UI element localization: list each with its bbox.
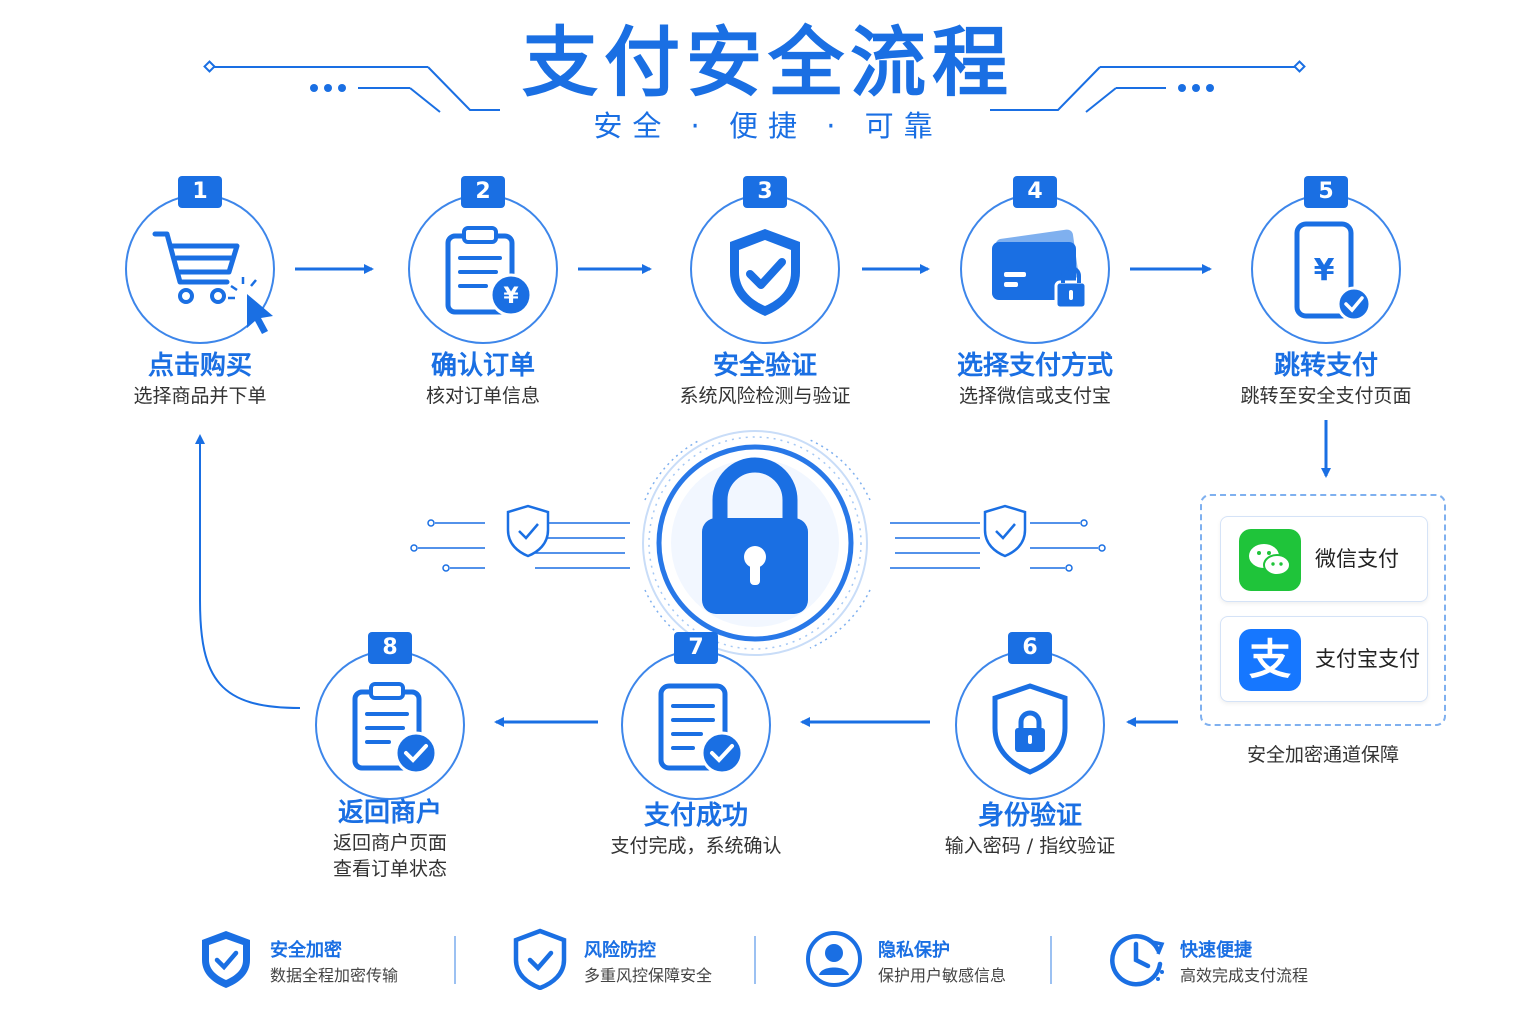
step-3: 3 安全验证 系统风险检测与验证: [615, 176, 915, 416]
feature-fast-desc: 高效完成支付流程: [1180, 966, 1309, 985]
step-1-desc: 选择商品并下单: [133, 385, 267, 407]
mini-shield-left-icon: [506, 504, 550, 558]
step-8-circle: [315, 650, 465, 800]
payment-options: 微信支付 支 支付宝支付: [1200, 494, 1446, 726]
feature-fast-title: 快速便捷: [1180, 940, 1252, 961]
step-3-desc: 系统风险检测与验证: [679, 385, 851, 407]
feature-risk-desc: 多重风控保障安全: [584, 966, 713, 985]
phone-yuan-icon: ¥: [1294, 221, 1372, 322]
shield-lock-icon: [992, 683, 1068, 775]
arrow-loop-8-1: [195, 434, 301, 709]
wechat-icon: [1239, 529, 1301, 591]
alipay-icon: 支: [1239, 629, 1301, 691]
step-7-title: 支付成功: [643, 801, 748, 831]
feature-fast: 快速便捷 高效完成支付流程: [1108, 928, 1348, 992]
feature-encryption: 安全加密 数据全程加密传输: [198, 928, 438, 992]
step-8-badge: 8: [368, 632, 412, 664]
step-8-desc: 返回商户页面: [332, 832, 447, 854]
step-6-desc: 输入密码 / 指纹验证: [944, 835, 1116, 857]
svg-text:¥: ¥: [1314, 253, 1335, 288]
step-4: 4 选择支付方式 选择微信或支付宝: [885, 176, 1185, 416]
step-7-circle: [621, 650, 771, 800]
step-6-title: 身份验证: [977, 801, 1082, 831]
step-6-badge: 6: [1008, 632, 1052, 664]
clock-icon: [1110, 934, 1165, 987]
feature-divider: [1050, 936, 1052, 984]
step-7: 7 支付成功 支付完成，系统确认: [546, 632, 846, 872]
step-8-title: 返回商户: [337, 798, 442, 828]
step-2: ¥ 2 确认订单 核对订单信息: [333, 176, 633, 416]
user-circle-icon: [806, 931, 862, 987]
step-5-circle: ¥: [1251, 194, 1401, 344]
step-4-badge: 4: [1013, 176, 1057, 208]
step-1-circle: [125, 194, 275, 344]
feature-risk-title: 风险防控: [584, 940, 656, 961]
step-1-title: 点击购买: [147, 351, 252, 381]
feature-divider: [454, 936, 456, 984]
feature-risk-control: 风险防控 多重风控保障安全: [512, 928, 752, 992]
step-8: 8 返回商户 返回商户页面 查看订单状态: [240, 632, 540, 882]
step-7-desc: 支付完成，系统确认: [610, 835, 782, 857]
step-2-circle: ¥: [408, 194, 558, 344]
clipboard-yuan-icon: ¥: [445, 226, 533, 317]
step-5-desc: 跳转至安全支付页面: [1240, 385, 1412, 407]
step-2-title: 确认订单: [430, 351, 535, 381]
step-5: ¥ 5 跳转支付 跳转至安全支付页面: [1176, 176, 1476, 416]
svg-text:¥: ¥: [503, 284, 519, 309]
step-8-desc-2: 查看订单状态: [332, 858, 447, 880]
step-7-badge: 7: [674, 632, 718, 664]
feature-privacy-title: 隐私保护: [878, 940, 950, 961]
step-6: 6 身份验证 输入密码 / 指纹验证: [880, 632, 1180, 872]
wechat-pay-option[interactable]: 微信支付: [1220, 516, 1428, 602]
card-lock-icon: [992, 229, 1088, 310]
page-title: 支付安全流程: [522, 18, 1014, 107]
page-subtitle: 安全 · 便捷 · 可靠: [593, 109, 943, 143]
wechat-pay-label: 微信支付: [1315, 547, 1399, 571]
shield-check-outline-icon: [513, 928, 567, 990]
feature-divider: [754, 936, 756, 984]
shield-check-icon: [202, 931, 250, 988]
feature-encryption-desc: 数据全程加密传输: [270, 966, 399, 985]
shield-check-icon: [730, 229, 800, 316]
secure-channel-note: 安全加密通道保障: [1246, 744, 1399, 766]
step-3-circle: [690, 194, 840, 344]
alipay-option[interactable]: 支 支付宝支付: [1220, 616, 1428, 702]
clipboard-check-icon: [352, 682, 438, 775]
step-5-badge: 5: [1304, 176, 1348, 208]
step-2-badge: 2: [461, 176, 505, 208]
feature-encryption-title: 安全加密: [270, 940, 342, 961]
step-3-title: 安全验证: [712, 351, 817, 381]
step-4-circle: [960, 194, 1110, 344]
feature-privacy: 隐私保护 保护用户敏感信息: [806, 928, 1046, 992]
step-3-badge: 3: [743, 176, 787, 208]
step-1-badge: 1: [178, 176, 222, 208]
shopping-cart-icon: [152, 231, 273, 334]
header-decoration: [203, 60, 1306, 113]
step-4-desc: 选择微信或支付宝: [958, 385, 1111, 407]
mini-shield-right-icon: [983, 504, 1027, 558]
step-6-circle: [955, 650, 1105, 800]
alipay-label: 支付宝支付: [1315, 647, 1420, 671]
step-2-desc: 核对订单信息: [425, 385, 540, 407]
feature-privacy-desc: 保护用户敏感信息: [878, 966, 1007, 985]
step-5-title: 跳转支付: [1273, 351, 1378, 381]
document-check-icon: [658, 683, 744, 775]
step-1: 1 点击购买 选择商品并下单: [50, 176, 350, 416]
central-lock-graphic: [410, 430, 1106, 656]
step-4-title: 选择支付方式: [956, 351, 1113, 381]
